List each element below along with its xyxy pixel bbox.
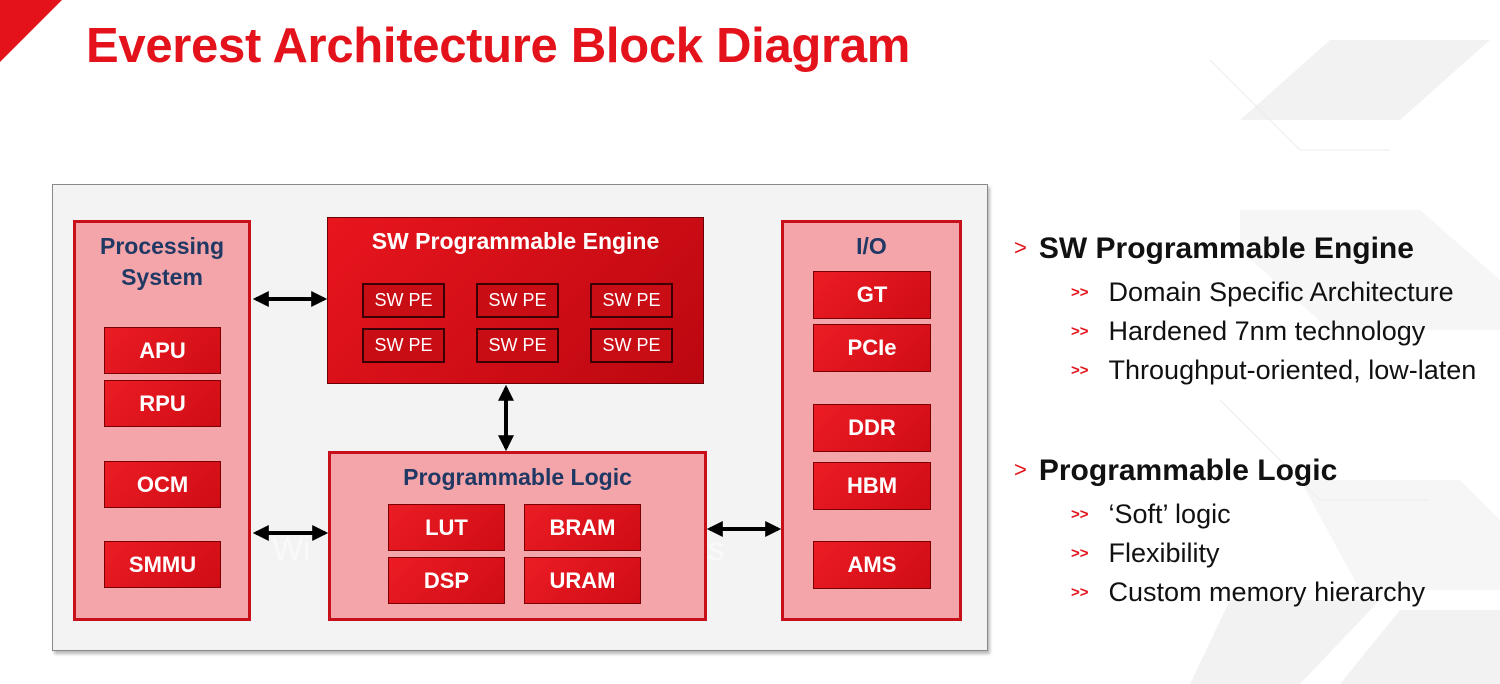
bram-block: BRAM — [524, 504, 641, 551]
double-chevron-icon: >> — [1071, 323, 1089, 340]
bullet-heading-text: Programmable Logic — [1038, 454, 1338, 487]
bullet-item: >> ‘Soft’ logic — [1071, 499, 1231, 530]
page-title: Everest Architecture Block Diagram — [86, 19, 911, 73]
corner-accent — [0, 0, 62, 62]
programmable-logic-title: Programmable Logic — [403, 464, 632, 490]
bullet-item-text: Throughput-oriented, low-laten — [1108, 355, 1477, 385]
uram-block: URAM — [524, 557, 641, 604]
gt-block: GT — [813, 271, 931, 319]
bullet-item-text: Hardened 7nm technology — [1108, 316, 1426, 346]
double-chevron-icon: >> — [1071, 545, 1089, 562]
double-chevron-icon: >> — [1071, 584, 1089, 601]
watermark-text: s — [708, 530, 725, 567]
pcie-block: PCIe — [813, 324, 931, 372]
sw-pe-block: SW PE — [590, 328, 673, 363]
bullet-heading-text: SW Programmable Engine — [1038, 232, 1414, 265]
smmu-block: SMMU — [104, 541, 221, 588]
bullet-item-text: Domain Specific Architecture — [1108, 277, 1454, 307]
bullet-item-text: ‘Soft’ logic — [1108, 499, 1231, 529]
sw-pe-block: SW PE — [476, 328, 559, 363]
processing-system-title: Processing System — [100, 233, 224, 290]
hbm-block: HBM — [813, 462, 931, 510]
double-chevron-icon: >> — [1071, 506, 1089, 523]
sw-pe-block: SW PE — [476, 283, 559, 318]
bullet-item: >> Hardened 7nm technology — [1071, 316, 1425, 347]
ocm-block: OCM — [104, 461, 221, 508]
rpu-block: RPU — [104, 380, 221, 427]
chevron-right-icon: > — [1014, 457, 1027, 482]
bullet-item: >> Custom memory hierarchy — [1071, 577, 1425, 608]
chevron-right-icon: > — [1014, 235, 1027, 260]
sw-pe-block: SW PE — [590, 283, 673, 318]
apu-block: APU — [104, 327, 221, 374]
sw-pe-block: SW PE — [362, 283, 445, 318]
io-title: I/O — [856, 233, 887, 259]
double-chevron-icon: >> — [1071, 362, 1089, 379]
bullet-item: >> Flexibility — [1071, 538, 1220, 569]
bullet-item: >> Domain Specific Architecture — [1071, 277, 1454, 308]
dsp-block: DSP — [388, 557, 505, 604]
bullet-item-text: Flexibility — [1108, 538, 1220, 568]
bullet-heading: > Programmable Logic — [1014, 454, 1337, 488]
lut-block: LUT — [388, 504, 505, 551]
double-chevron-icon: >> — [1071, 284, 1089, 301]
bullet-heading: > SW Programmable Engine — [1014, 232, 1414, 266]
bullet-item-text: Custom memory hierarchy — [1108, 577, 1426, 607]
sw-engine-title: SW Programmable Engine — [371, 228, 660, 254]
ams-block: AMS — [813, 541, 931, 589]
ddr-block: DDR — [813, 404, 931, 452]
bullet-item: >> Throughput-oriented, low-laten — [1071, 355, 1476, 386]
sw-pe-block: SW PE — [362, 328, 445, 363]
